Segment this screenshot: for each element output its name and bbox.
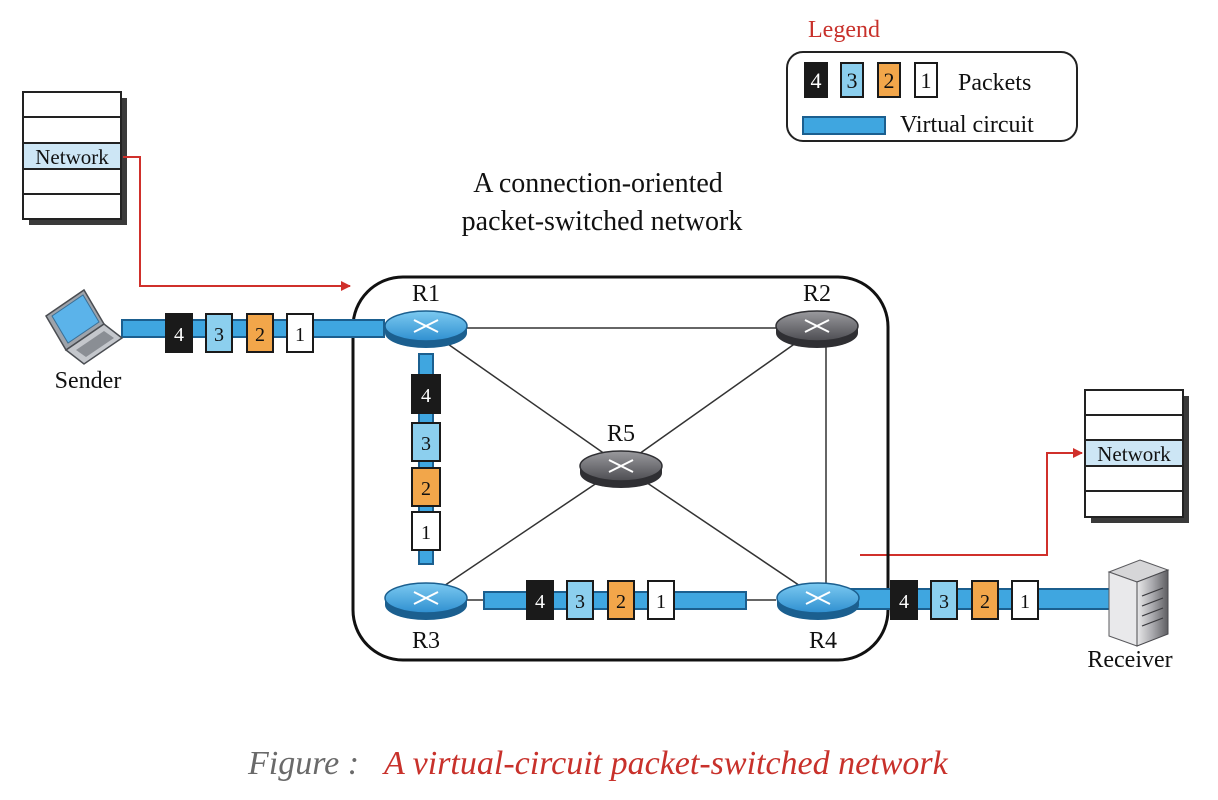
packet-3 (930, 580, 958, 620)
packet-2 (411, 467, 441, 507)
legend-packet-1 (914, 62, 938, 98)
legend-packet-3-label: 3 (847, 68, 858, 93)
packet-4-label: 4 (899, 591, 909, 613)
legend-packet-2 (877, 62, 901, 98)
network-title-line2: packet-switched network (462, 206, 743, 237)
legend-packet-1-label: 1 (921, 68, 932, 93)
packet-4-label: 4 (174, 324, 184, 346)
packet-4-label: 4 (535, 591, 545, 613)
router-cross-icon (608, 459, 634, 473)
packet-3-label: 3 (939, 591, 949, 613)
packet-4-label: 4 (421, 385, 431, 407)
packet-1 (286, 313, 314, 353)
router-r3-label: R3 (412, 628, 440, 654)
packet-3-label: 3 (214, 324, 224, 346)
legend-packet-3 (840, 62, 864, 98)
legend-title: Legend (808, 17, 880, 43)
receiver-protocol-stack: Network (1084, 389, 1189, 523)
receiver-network-layer (1086, 441, 1182, 466)
legend-packets: 4 3 2 1 Packets (804, 62, 1031, 98)
network-boundary (351, 275, 890, 662)
packet-2-label: 2 (255, 324, 265, 346)
packet-1-label: 1 (656, 591, 666, 613)
router-r1-label: R1 (412, 281, 440, 307)
receiver-label: Receiver (1087, 647, 1172, 673)
router-r1: R1 (384, 281, 468, 348)
packet-1-label: 1 (1020, 591, 1030, 613)
figure-caption-title: A virtual-circuit packet-switched networ… (382, 745, 949, 782)
sender-network-layer (24, 144, 120, 169)
router-cross-icon (413, 319, 439, 333)
packet-3-label: 3 (575, 591, 585, 613)
router-r4-label: R4 (809, 628, 837, 654)
packet-1 (411, 511, 441, 551)
router-r2-label: R2 (803, 281, 831, 307)
packet-4 (411, 374, 441, 414)
packet-1 (647, 580, 675, 620)
packet-3 (205, 313, 233, 353)
packet-1 (1011, 580, 1039, 620)
legend-circuit-label: Virtual circuit (900, 112, 1034, 138)
packet-2 (246, 313, 274, 353)
link-r4-r5 (621, 465, 819, 599)
packets-r4-receiver: 4 3 2 1 (890, 580, 1039, 620)
packet-4 (890, 580, 918, 620)
server-icon (1107, 559, 1170, 647)
sender-network-label: Network (35, 145, 109, 169)
legend-packet-4 (804, 62, 828, 98)
packet-1-label: 1 (421, 522, 431, 544)
link-r3-r5 (425, 465, 623, 599)
packet-2-label: 2 (980, 591, 990, 613)
packet-1-label: 1 (295, 324, 305, 346)
receiver-flow-arrow (860, 448, 1083, 556)
packets-r3-r4: 4 3 2 1 (526, 580, 675, 620)
router-r5: R5 (579, 421, 663, 488)
router-cross-icon (804, 319, 830, 333)
packets-sender-r1: 4 3 2 1 (165, 313, 314, 353)
router-r3: R3 (384, 582, 468, 654)
packet-2-label: 2 (421, 478, 431, 500)
packet-3 (566, 580, 594, 620)
packet-3-label: 3 (421, 433, 431, 455)
legend-packets-label: Packets (958, 70, 1031, 96)
laptop-icon (44, 288, 124, 365)
packet-2 (607, 580, 635, 620)
sender-protocol-stack: Network (22, 91, 127, 225)
network-title-line1: A connection-oriented (473, 168, 723, 199)
sender-label: Sender (55, 368, 122, 394)
router-r4: R4 (776, 582, 860, 654)
router-r2: R2 (775, 281, 859, 348)
packet-3 (411, 422, 441, 462)
packets-r1-r3: 4 3 2 1 (411, 374, 441, 551)
packet-4 (526, 580, 554, 620)
packet-2 (971, 580, 999, 620)
router-r5-label: R5 (607, 421, 635, 447)
sender-flow-arrow (123, 156, 351, 291)
link-r2-r5 (621, 327, 818, 467)
figure-caption-prefix: Figure : (247, 745, 359, 782)
legend-packet-2-label: 2 (884, 68, 895, 93)
router-cross-icon (805, 591, 831, 605)
packet-4 (165, 313, 193, 353)
packet-2-label: 2 (616, 591, 626, 613)
router-cross-icon (413, 591, 439, 605)
link-r1-r5 (424, 327, 623, 467)
legend-packet-4-label: 4 (811, 68, 822, 93)
legend-circuit-swatch (802, 116, 886, 135)
receiver-network-label: Network (1097, 442, 1171, 466)
